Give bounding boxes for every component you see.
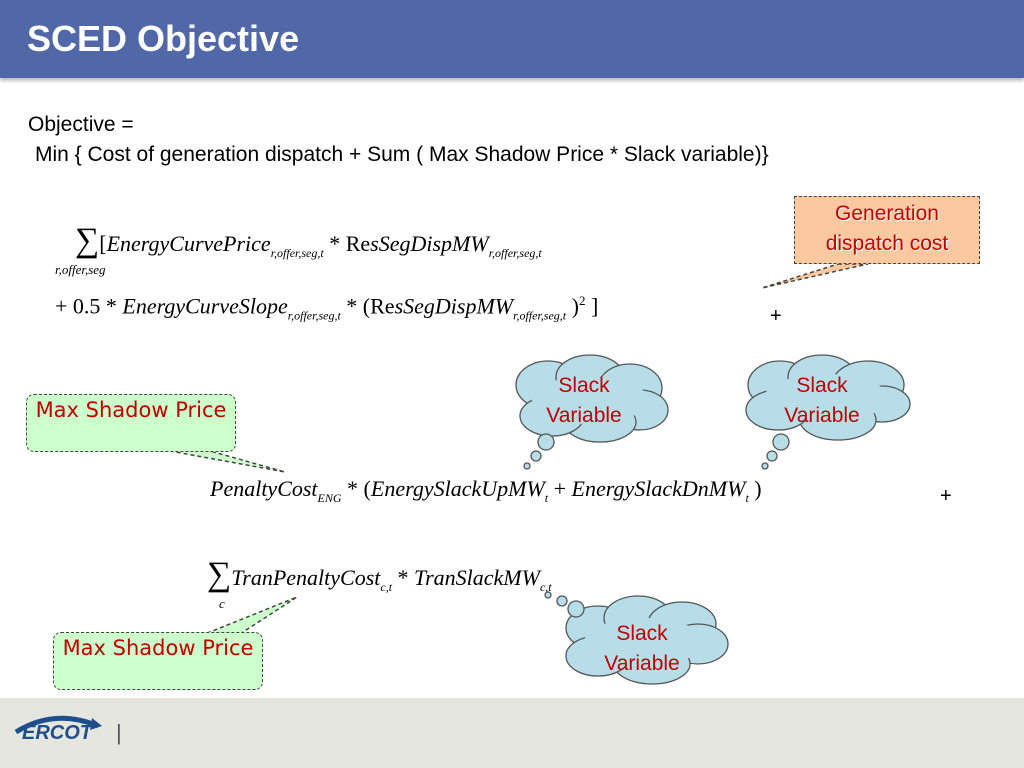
ercot-logo-text: ERCOT [22,722,92,744]
subscript: ENG [317,491,342,505]
multiply-operator: * ( [340,293,371,319]
close-paren: ) [748,476,762,501]
max-shadow-price-callout-2: Max Shadow Price [53,632,263,690]
energy-slack-up-mw: EnergySlackUpMW [370,476,545,501]
plus-sign-2: + [940,485,952,507]
subscript: t [745,491,749,505]
summation-symbol: ∑ [207,556,232,593]
slack-cloud-3 [544,591,729,685]
footer-separator: | [116,720,122,745]
max-shadow-price-pointer-1 [169,450,286,473]
energy-slack-dn-mw: EnergySlackDnMW [571,476,746,501]
generation-cost-callout: Generation dispatch cost [794,196,980,264]
equation-line-4: ∑TranPenaltyCostc,t * TranSlackMWc,t [207,556,552,595]
slide-title: SCED Objective [27,18,300,59]
summation-subscript-2: c [219,596,225,611]
multiply-operator: * [323,231,346,256]
energy-curve-price: EnergyCurvePrice [106,231,271,256]
subscript: t [544,491,549,505]
res-seg-disp-mw: sSegDispMW [370,231,489,256]
res-seg-disp-mw: sSegDispMW [394,293,514,319]
equation-line-3: PenaltyCostENG * (EnergySlackUpMWt + Ene… [210,476,762,506]
summation-symbol: ∑ [75,222,100,259]
slack-variable-label-2: Slack Variable [784,374,860,427]
plus-sign-1: + [770,305,782,327]
max-shadow-price-callout-1: Max Shadow Price [26,394,236,452]
res-prefix: Re [370,293,395,319]
penalty-cost: PenaltyCost [210,476,318,501]
generation-callout-pointer [761,263,869,289]
summation-subscript-1: r,offer,seg [55,262,106,277]
objective-definition: Min { Cost of generation dispatch + Sum … [35,143,769,166]
slack-variable-label-3: Slack Variable [604,622,680,675]
multiply-operator: * [392,565,415,590]
objective-label: Objective = [28,113,134,136]
slack-variable-label-1: Slack Variable [546,374,622,427]
max-shadow-price-pointer-2 [204,596,298,635]
subscript: r,offer,seg,t [513,308,567,323]
slack-cloud-1 [515,354,669,470]
subscript: r,offer,seg,t [270,246,324,260]
close-paren: ) [566,293,579,319]
subscript: r,offer,seg,t [287,308,341,323]
res-prefix: Re [345,231,371,256]
energy-curve-slope: EnergyCurveSlope [122,293,288,319]
ercot-logo [14,715,102,735]
subscript: r,offer,seg,t [488,246,542,260]
multiply-operator: * ( [341,476,371,501]
slack-cloud-2 [745,354,911,470]
tran-penalty-cost: TranPenaltyCost [231,565,381,590]
coefficient: + 0.5 * [55,293,123,319]
title-bar: SCED Objective [0,0,1024,78]
footer-bar: ERCOT | [0,698,1024,768]
subscript: c,t [380,580,393,594]
power: 2 [578,293,586,308]
equation-line-2: + 0.5 * EnergyCurveSloper,offer,seg,t * … [55,293,598,323]
tran-slack-mw: TranSlackMW [414,565,540,590]
plus-operator: + [548,476,572,501]
open-bracket: [ [99,231,107,256]
subscript: c,t [539,580,552,594]
equation-line-1: ∑[EnergyCurvePricer,offer,seg,t * ResSeg… [75,222,542,261]
close-bracket: ] [585,293,599,319]
